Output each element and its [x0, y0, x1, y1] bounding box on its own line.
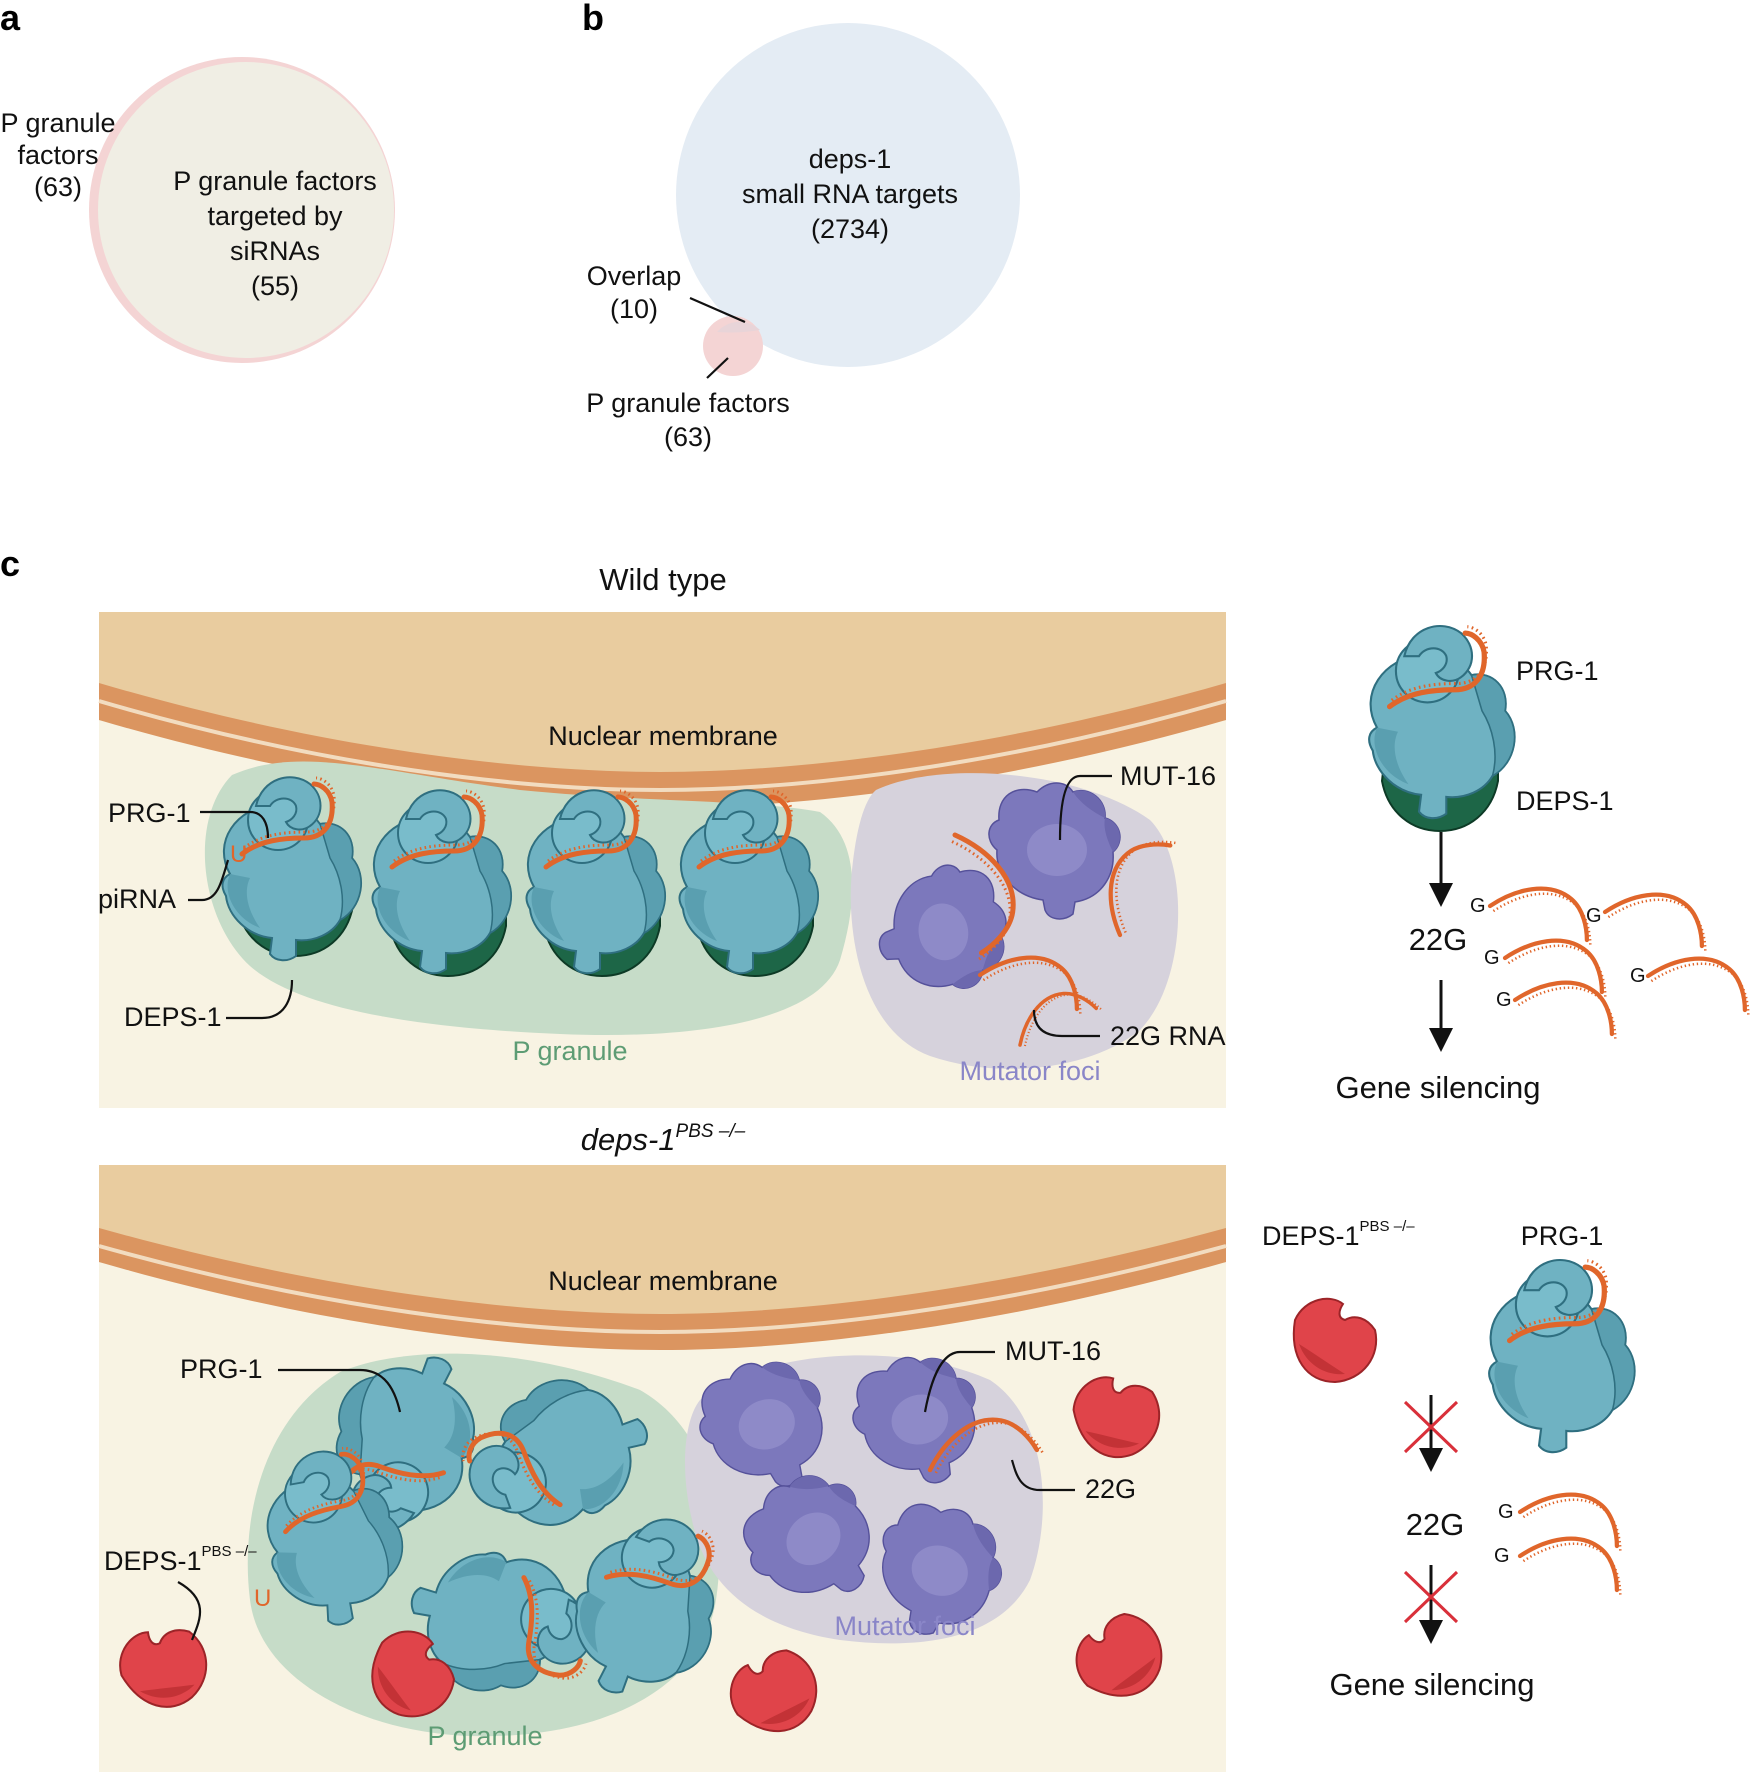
mut-prg1-leader	[278, 1368, 402, 1413]
wt-mut16-label: MUT-16	[1120, 761, 1216, 791]
mut-u-label: U	[254, 1585, 271, 1612]
mut-mut16-leader	[923, 1350, 995, 1413]
mut-prg1-label: PRG-1	[180, 1354, 263, 1384]
wt-deps1-leader	[226, 979, 294, 1020]
venn-b-targets-label-3: (2734)	[811, 214, 889, 244]
venn-b-pgranule-leader	[706, 357, 729, 379]
right-wt-g-5: G	[1630, 965, 1646, 987]
right-wt-g-1: G	[1470, 895, 1486, 917]
right-mut-deps1	[1292, 1297, 1378, 1383]
wt-prg1-leader	[200, 810, 270, 839]
venn-b-targets-label-2: small RNA targets	[742, 179, 958, 209]
mut-mutator-label: Mutator foci	[834, 1611, 975, 1641]
right-mut-g-2: G	[1494, 1545, 1510, 1567]
right-mut-silencing-label: Gene silencing	[1329, 1667, 1534, 1702]
right-mut-prg1-label: PRG-1	[1521, 1221, 1604, 1251]
right-mut-schematic: DEPS-1PBS –/– PRG-1 22G Gene silencing G…	[1262, 1218, 1635, 1702]
venn-b-overlap-label-1: Overlap	[587, 261, 682, 291]
wt-mut16-leader	[1058, 774, 1112, 841]
wt-title: Wild type	[599, 562, 726, 597]
right-wt-g-2: G	[1586, 905, 1602, 927]
right-mut-prg1	[1489, 1260, 1634, 1452]
right-wt-22g-5	[1648, 959, 1748, 1015]
mut-deps1-label-sup: PBS –/–	[202, 1543, 258, 1560]
right-mut-g-1: G	[1498, 1501, 1514, 1523]
wt-pirna-leader	[188, 859, 230, 902]
right-mut-22g-label: 22G	[1406, 1507, 1465, 1542]
right-mut-deps1-label-sup: PBS –/–	[1360, 1218, 1416, 1235]
venn-a-outer-label-2: factors	[17, 140, 98, 170]
right-wt-22g-2	[1605, 895, 1705, 951]
wt-prg1-label: PRG-1	[108, 798, 191, 828]
mut-22g-leader	[1010, 1459, 1075, 1492]
panel-a-label: a	[0, 0, 21, 38]
right-wt-g-3: G	[1484, 947, 1500, 969]
mut-title-sup: PBS –/–	[676, 1121, 746, 1142]
right-wt-22g-label: 22G	[1409, 922, 1468, 957]
venn-a-inner-label-2: targeted by	[207, 201, 343, 231]
wt-22g-leader	[1032, 1009, 1100, 1038]
panel-c-label: c	[0, 543, 20, 584]
right-wt-prg1-label: PRG-1	[1516, 656, 1599, 686]
wt-scene: Nuclear membrane PRG-1 U piRNA DEPS-1 P …	[98, 612, 1227, 1108]
right-wt-silencing-label: Gene silencing	[1335, 1070, 1540, 1105]
venn-b-targets-label-1: deps-1	[809, 144, 892, 174]
wt-u-label: U	[230, 841, 247, 868]
mut-title-main: deps-1	[581, 1122, 676, 1157]
wt-p-granule-label: P granule	[512, 1036, 627, 1066]
mut-p-granule-label: P granule	[427, 1721, 542, 1751]
right-wt-g-4: G	[1496, 989, 1512, 1011]
wt-mutator-label: Mutator foci	[959, 1056, 1100, 1086]
panel-b-label: b	[582, 0, 604, 38]
mut-deps1-leader	[177, 1581, 202, 1641]
right-wt-22g-1	[1490, 889, 1590, 945]
venn-b-overlap-region	[717, 321, 760, 333]
mut-deps1-label-main: DEPS-1	[104, 1546, 202, 1576]
venn-a-inner-label-1: P granule factors	[173, 166, 377, 196]
right-wt-schematic: PRG-1 DEPS-1 22G Gene silencing G G G G …	[1335, 626, 1748, 1105]
mut-22g-label: 22G	[1085, 1474, 1136, 1504]
wt-pirna-label: piRNA	[98, 884, 176, 914]
mut-nuclear-membrane	[99, 1228, 1226, 1350]
mutant-scene: Nuclear membrane PRG-1 DEPS-1PBS –/– U P…	[98, 1165, 1227, 1772]
venn-a-outer-label-1: P granule	[0, 108, 115, 138]
mut-deps1-label: DEPS-1PBS –/–	[104, 1543, 257, 1576]
right-mut-cross-1b	[1403, 1400, 1459, 1454]
right-mut-deps1-label: DEPS-1PBS –/–	[1262, 1218, 1415, 1251]
mut-mut16-label: MUT-16	[1005, 1336, 1101, 1366]
right-mut-22g-1	[1520, 1495, 1620, 1551]
right-mut-22g-2	[1520, 1539, 1620, 1595]
venn-b-overlap-label-2: (10)	[610, 294, 658, 324]
wt-membrane-label: Nuclear membrane	[548, 721, 778, 751]
venn-b-pgranule-label-2: (63)	[664, 422, 712, 452]
mut-title: deps-1PBS –/–	[581, 1121, 746, 1157]
venn-b-pgranule-label-1: P granule factors	[586, 388, 790, 418]
mut-membrane-label: Nuclear membrane	[548, 1266, 778, 1296]
right-wt-deps1-label: DEPS-1	[1516, 786, 1614, 816]
venn-a-inner-circle	[98, 62, 394, 358]
wt-membrane-lumen	[98, 699, 1227, 793]
wt-nucleus	[99, 612, 1226, 785]
right-mut-cross-2b	[1403, 1570, 1459, 1624]
right-mut-deps1-label-main: DEPS-1	[1262, 1221, 1360, 1251]
wt-deps1-label: DEPS-1	[124, 1002, 222, 1032]
venn-a-outer-label-3: (63)	[34, 172, 82, 202]
venn-b-overlap-leader	[689, 296, 746, 324]
venn-b-targets-circle	[676, 23, 1020, 367]
mut-nucleus	[99, 1165, 1226, 1328]
venn-a-inner-label-4: (55)	[251, 271, 299, 301]
venn-a-inner-label-3: siRNAs	[230, 236, 320, 266]
mut-membrane-lumen	[98, 1244, 1227, 1335]
wt-22g-rna-label: 22G RNA	[1110, 1021, 1226, 1051]
